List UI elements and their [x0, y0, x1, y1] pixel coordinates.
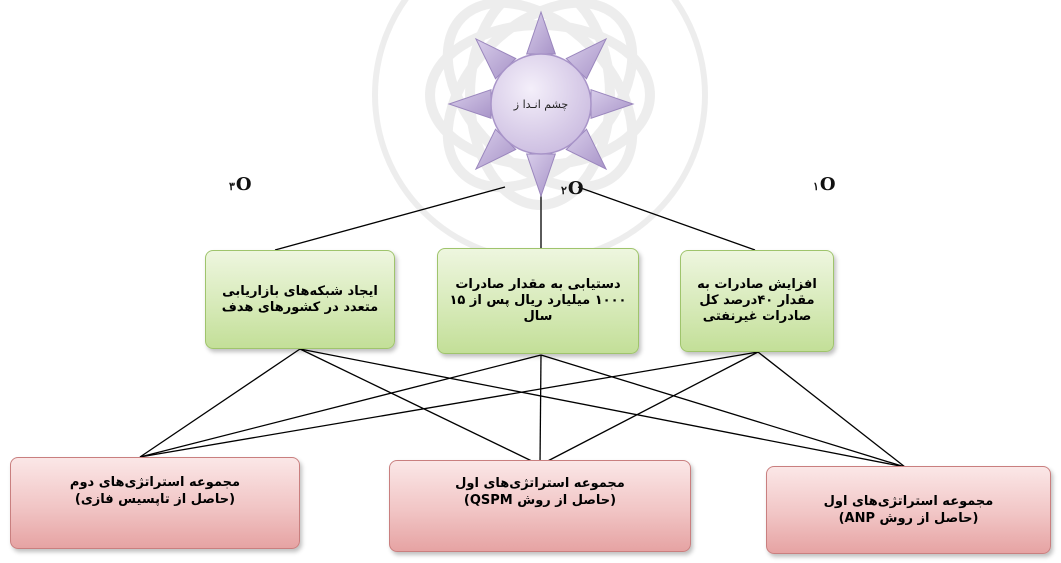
- objective-box-2: دستیابی به مقدار صادرات ۱۰۰۰ میلیارد ریا…: [437, 248, 639, 354]
- strategy-set-qspm-method: (حاصل از روش QSPM): [463, 493, 617, 508]
- strategy-set-anp-method: (حاصل از روش ANP): [838, 511, 979, 526]
- objective-letter-3: O: [235, 174, 252, 195]
- vision-sun-rays: [447, 10, 635, 198]
- strategy-set-fuzzy-title: مجموعه استراتژی‌های دوم: [69, 475, 241, 490]
- objective-label-2: ۲ O: [560, 178, 584, 199]
- vision-label: چشم انـدا ز: [513, 98, 569, 111]
- strategy-set-qspm-title: مجموعه استراتژی‌های اول: [455, 476, 625, 491]
- strategy-set-fuzzy-topsis: مجموعه استراتژی‌های دوم (حاصل از تاپسیس …: [10, 457, 300, 549]
- vision-node: چشم انـدا ز: [511, 80, 571, 130]
- objective-letter-1: O: [819, 174, 836, 195]
- objective-text-1: افزایش صادرات به مقدار ۴۰درصد کل صادرات …: [697, 277, 817, 324]
- objective-sub-1: ۱: [813, 180, 819, 193]
- objective-letter-2: O: [567, 178, 584, 199]
- vision-sun-core: [490, 53, 592, 155]
- strategy-set-anp: مجموعه استراتژی‌های اول (حاصل از روش ANP…: [766, 466, 1051, 554]
- objective-box-3: ایجاد شبکه‌های بازاریابی متعدد در کشورها…: [205, 250, 395, 349]
- objective-sub-2: ۲: [561, 184, 567, 197]
- objective-box-1: افزایش صادرات به مقدار ۴۰درصد کل صادرات …: [680, 250, 834, 352]
- strategy-set-fuzzy-method: (حاصل از تاپسیس فازی): [74, 492, 236, 507]
- objective-text-2: دستیابی به مقدار صادرات ۱۰۰۰ میلیارد ریا…: [449, 277, 627, 324]
- vision-connectors: [274, 186, 756, 251]
- strategy-set-anp-title: مجموعه استراتژی‌های اول: [823, 494, 994, 509]
- strategy-set-qspm: مجموعه استراتژی‌های اول (حاصل از روش QSP…: [389, 460, 691, 552]
- strategy-connectors: [139, 348, 906, 468]
- objective-label-1: ۱ O: [812, 174, 836, 195]
- objective-sub-3: ۳: [229, 180, 235, 193]
- objective-label-3: ۳ O: [228, 174, 252, 195]
- objective-text-3: ایجاد شبکه‌های بازاریابی متعدد در کشورها…: [221, 283, 379, 315]
